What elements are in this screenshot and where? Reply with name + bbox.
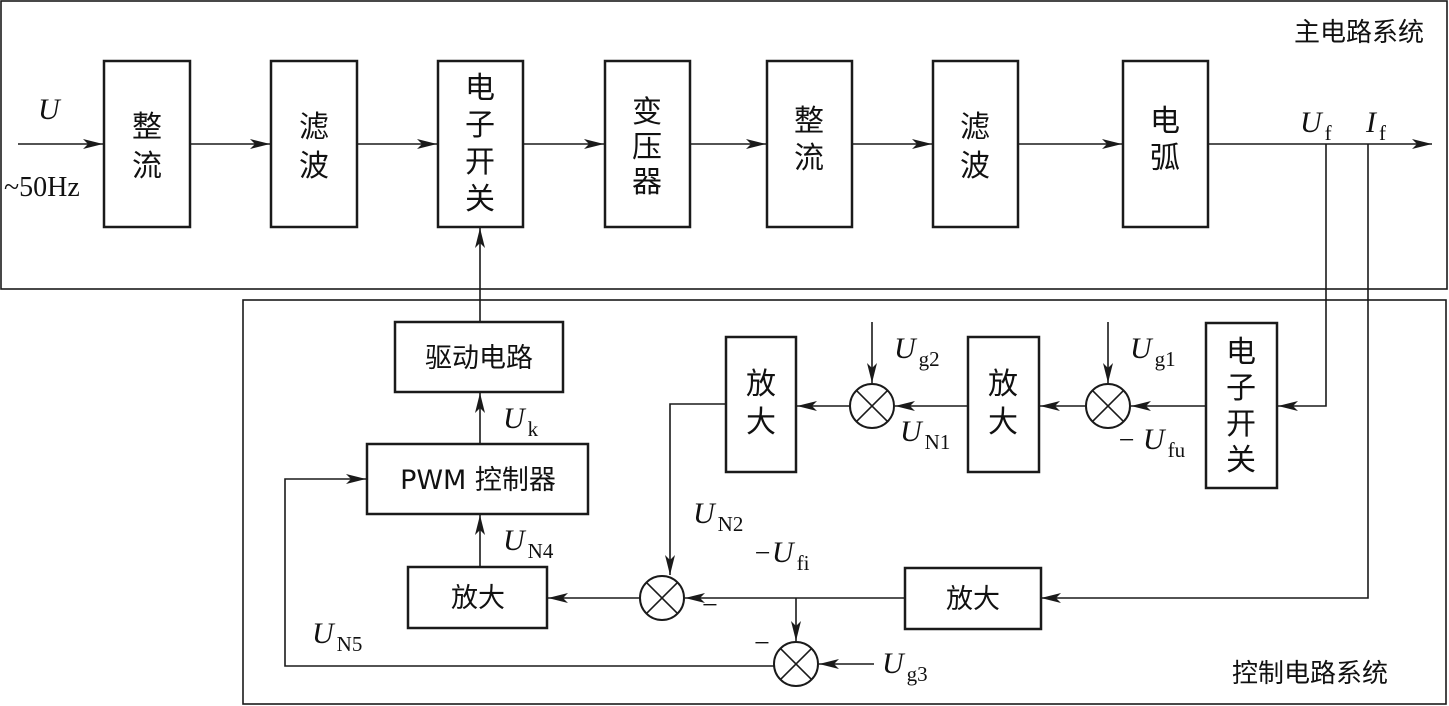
block-label-line: 大 (988, 405, 1018, 440)
amplifier-current-label: 放大 (946, 584, 1000, 615)
block-label-line: 整 (132, 110, 162, 145)
block-label-line: 滤 (299, 110, 329, 145)
block-label-line: 子 (465, 108, 495, 143)
minus-sign-sum3: − (702, 590, 718, 621)
block-label-line: 电 (1150, 104, 1180, 139)
control-circuit-frame (242, 299, 1447, 705)
block-label-line: 滤 (960, 110, 990, 145)
block-label-line: 器 (632, 165, 662, 200)
arc-block: 电 弧 (1121, 59, 1210, 229)
block-label-line: 压 (632, 130, 662, 165)
filter-block-2: 滤 波 (931, 59, 1020, 229)
voltage-feedback-line (1278, 144, 1327, 411)
block-label-line: 开 (465, 145, 495, 180)
transformer-block: 变 压 器 (603, 59, 692, 229)
amplifier-block-n4: 放大 (406, 565, 549, 630)
summing-junction-1 (1085, 383, 1131, 429)
summing-junction-3 (639, 575, 685, 621)
amp1-to-sum3-line (665, 403, 726, 575)
block-label-line: 关 (1226, 443, 1256, 478)
electronic-switch-block-control: 电 子 开 关 (1204, 321, 1279, 490)
input-voltage-symbol: U (38, 93, 62, 126)
input-frequency: ~50Hz (4, 172, 80, 203)
summing-junction-2 (849, 383, 895, 429)
rectifier-block-2: 整 流 (765, 59, 854, 229)
amplifier-block-2: 放 大 (966, 335, 1041, 474)
block-label-line: 电 (1226, 335, 1256, 370)
electronic-switch-block-main: 电 子 开 关 (436, 59, 525, 229)
block-label-line: 放 (746, 367, 776, 402)
block-label-line: 波 (299, 149, 329, 184)
un5-feedback-line (284, 474, 774, 667)
amplifier-n4-label: 放大 (451, 583, 505, 614)
block-label-line: 开 (1226, 407, 1256, 442)
pwm-controller-block: PWM 控制器 (365, 442, 590, 516)
block-label-line: 变 (632, 95, 662, 130)
input-label: U ~50Hz (4, 93, 80, 203)
block-label-line: 子 (1226, 371, 1256, 406)
summing-junction-4 (773, 641, 819, 687)
block-label-line: 整 (794, 104, 824, 139)
current-feedback-line (1041, 144, 1369, 603)
drive-circuit-block: 驱动电路 (393, 320, 565, 394)
block-label-line: 大 (746, 405, 776, 440)
amplifier-block-1: 放 大 (724, 335, 798, 474)
main-circuit-title: 主电路系统 (1294, 18, 1424, 48)
block-label-line: 流 (794, 141, 824, 176)
minus-sign-sum4: − (754, 628, 770, 659)
drive-circuit-label: 驱动电路 (425, 343, 533, 374)
block-label-line: 流 (132, 149, 162, 184)
amplifier-block-current: 放大 (903, 566, 1043, 631)
control-circuit-title: 控制电路系统 (1232, 659, 1388, 689)
block-label-line: 电 (465, 71, 495, 106)
block-label-line: 波 (960, 149, 990, 184)
filter-block-1: 滤 波 (269, 59, 359, 229)
main-circuit-frame (0, 0, 1448, 290)
block-label-line: 放 (988, 367, 1018, 402)
block-label-line: 关 (465, 182, 495, 217)
pwm-controller-label: PWM 控制器 (400, 465, 556, 496)
rectifier-block-1: 整 流 (102, 59, 192, 229)
block-label-line: 弧 (1150, 141, 1180, 176)
